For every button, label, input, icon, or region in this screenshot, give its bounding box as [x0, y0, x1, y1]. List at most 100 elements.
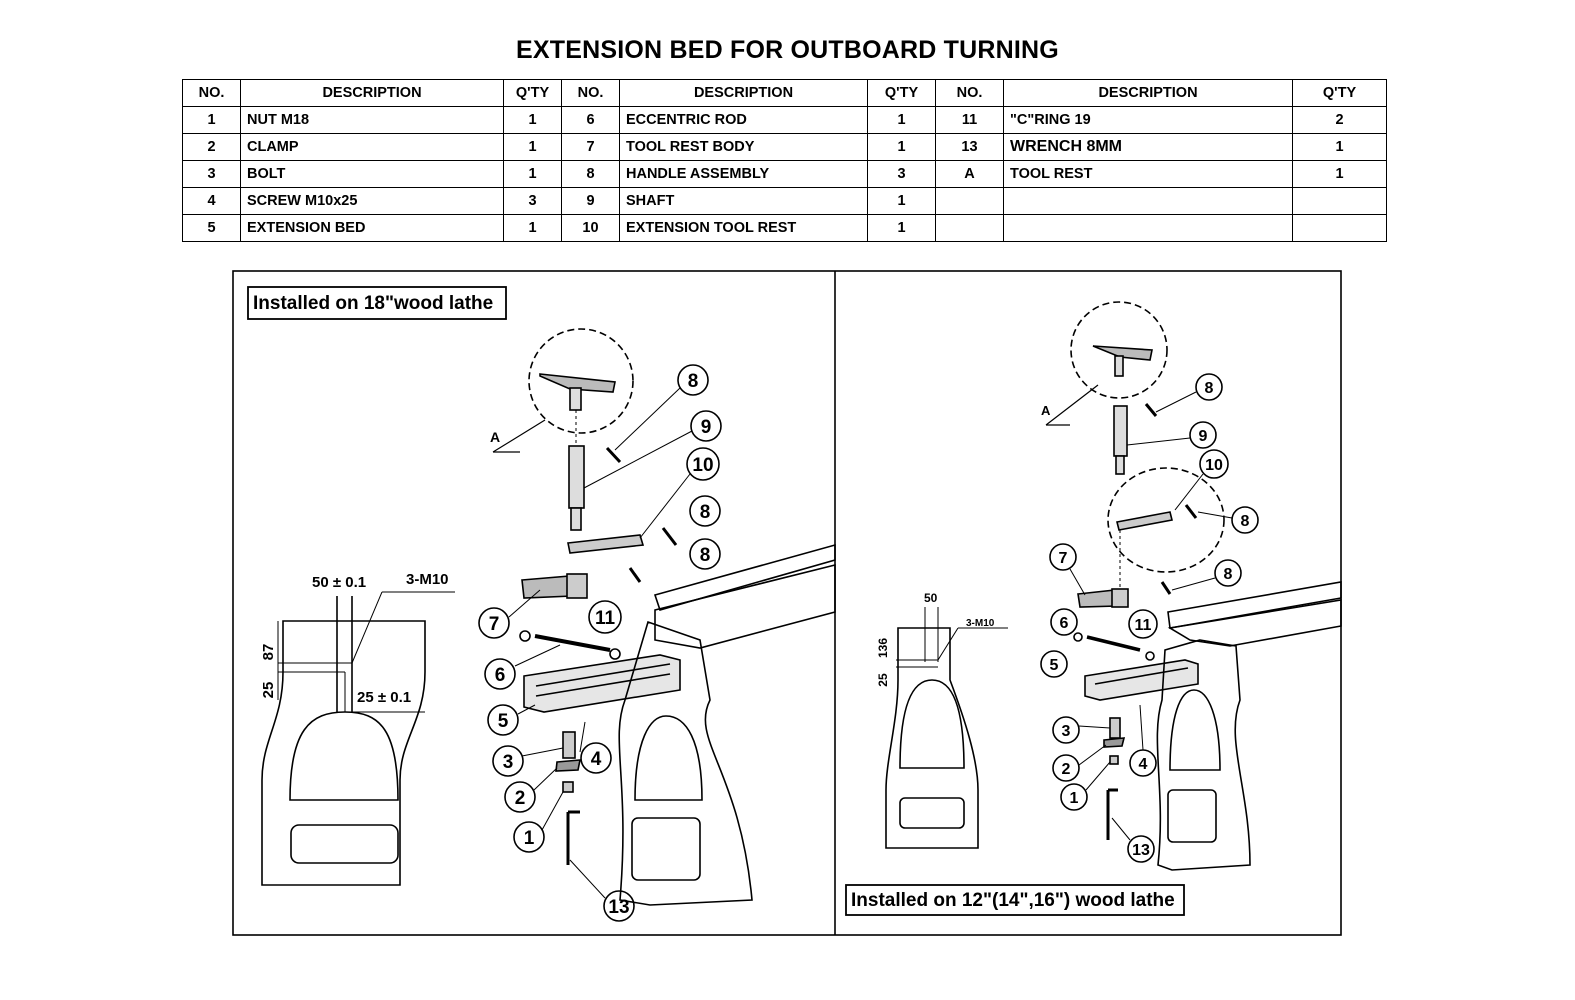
callout-7: 7 [489, 614, 500, 635]
detail-circle-a-right [1070, 301, 1168, 399]
cell [935, 214, 1004, 242]
callout-5: 5 [498, 711, 509, 732]
callout-1: 1 [524, 828, 535, 849]
dim-height2-right: 25 [876, 673, 890, 687]
dim-top-width-right: 50 [924, 591, 938, 605]
callout-8-right: 8 [1224, 566, 1233, 583]
cell: 1 [182, 106, 241, 134]
header-no-3: NO. [935, 79, 1004, 107]
dim-holes-right: 3-M10 [966, 618, 995, 629]
clamp-icon-right [1103, 737, 1126, 748]
clamp-icon [555, 759, 581, 772]
extension-tool-rest-icon [567, 534, 645, 554]
lathe-rails-icon [653, 543, 836, 611]
right-panel-label-box [845, 884, 1185, 916]
left-bed-profile [261, 591, 455, 886]
callout-8-right: 8 [1205, 380, 1214, 397]
table-row: 2 CLAMP 1 7 TOOL REST BODY 1 13 WRENCH 8… [182, 133, 1387, 161]
callout-6-right: 6 [1060, 615, 1069, 632]
callout-13-right: 13 [1132, 842, 1150, 859]
right-bed-profile [885, 607, 1008, 849]
cell: 5 [182, 214, 241, 242]
cell: HANDLE ASSEMBLY [619, 160, 868, 188]
header-no-1: NO. [182, 79, 241, 107]
right-panel [845, 301, 1342, 916]
dim-holes: 3-M10 [406, 571, 449, 588]
cell: EXTENSION BED [240, 214, 504, 242]
shaft-icon [568, 445, 585, 509]
callout-2-right: 2 [1062, 761, 1071, 778]
callout-8: 8 [700, 502, 711, 523]
table-row: 1 NUT M18 1 6 ECCENTRIC ROD 1 11 "C"RING… [182, 106, 1387, 134]
cell: "C"RING 19 [1003, 106, 1293, 134]
bolt-icon-right [1109, 717, 1121, 739]
cell [935, 187, 1004, 215]
cell: BOLT [240, 160, 504, 188]
callout-7-right: 7 [1059, 550, 1068, 567]
right-callouts [1040, 373, 1259, 863]
callout-10: 10 [692, 455, 713, 476]
callout-9: 9 [701, 417, 712, 438]
callout-2: 2 [515, 788, 526, 809]
callout-5-right: 5 [1050, 657, 1059, 674]
cell: 4 [182, 187, 241, 215]
dim-height1-right: 136 [876, 638, 890, 658]
cell [1003, 187, 1293, 215]
lathe-rails-icon-right [1167, 581, 1342, 629]
detail-label-a: A [490, 429, 500, 445]
dim-height1: 87 [260, 644, 277, 661]
cell: NUT M18 [240, 106, 504, 134]
detail-circle-a [528, 328, 634, 434]
callout-9-right: 9 [1199, 428, 1208, 445]
left-panel [247, 286, 836, 922]
cell: 1 [1292, 160, 1387, 188]
left-callouts [478, 364, 722, 922]
table-row: 5 EXTENSION BED 1 10 EXTENSION TOOL REST… [182, 214, 1387, 242]
callout-8: 8 [700, 545, 711, 566]
cell: 3 [867, 160, 936, 188]
callout-4: 4 [591, 749, 602, 770]
left-panel-label: Installed on 18"wood lathe [253, 293, 493, 314]
callout-4-right: 4 [1139, 756, 1148, 773]
cell: 2 [182, 133, 241, 161]
parts-table: NO. DESCRIPTION Q'TY NO. DESCRIPTION Q'T… [182, 79, 1387, 242]
detail-label-a-right: A [1041, 403, 1051, 418]
callout-6: 6 [495, 665, 506, 686]
tool-rest-body-icon [521, 575, 573, 599]
wrench-icon [566, 810, 580, 865]
extension-tool-rest-icon-right [1116, 511, 1173, 531]
extension-bed-icon-right [1084, 659, 1199, 701]
callout-11: 11 [595, 608, 616, 629]
cell [1003, 214, 1293, 242]
header-qty-3: Q'TY [1292, 79, 1387, 107]
page-title: EXTENSION BED FOR OUTBOARD TURNING [516, 36, 1059, 64]
dim-offset: 25 ± 0.1 [357, 689, 411, 706]
cell: 1 [867, 133, 936, 161]
cell: SCREW M10x25 [240, 187, 504, 215]
table-header-row: NO. DESCRIPTION Q'TY NO. DESCRIPTION Q'T… [182, 79, 1387, 107]
nut-icon-right [1109, 755, 1119, 765]
right-panel-label: Installed on 12"(14",16") wood lathe [851, 890, 1175, 911]
callout-3-right: 3 [1062, 723, 1071, 740]
table-row: 3 BOLT 1 8 HANDLE ASSEMBLY 3 A TOOL REST… [182, 160, 1387, 188]
wrench-icon-right [1106, 788, 1118, 840]
cell: EXTENSION TOOL REST [619, 214, 868, 242]
cell: CLAMP [240, 133, 504, 161]
dim-top-width: 50 ± 0.1 [312, 574, 366, 591]
cell: 1 [503, 214, 562, 242]
cell: 7 [561, 133, 620, 161]
cell: 11 [935, 106, 1004, 134]
header-description-2: DESCRIPTION [619, 79, 868, 107]
cell: 1 [867, 214, 936, 242]
tool-rest-icon-right [1092, 345, 1153, 361]
left-panel-label-box [247, 286, 507, 320]
tool-rest-icon [539, 373, 616, 393]
dim-height2: 25 [260, 682, 277, 699]
cell: 13 [935, 133, 1004, 161]
bolt-icon [562, 731, 576, 759]
header-qty-1: Q'TY [503, 79, 562, 107]
callout-11-right: 11 [1135, 617, 1152, 634]
callout-10-right: 10 [1205, 457, 1223, 474]
cell: 8 [561, 160, 620, 188]
